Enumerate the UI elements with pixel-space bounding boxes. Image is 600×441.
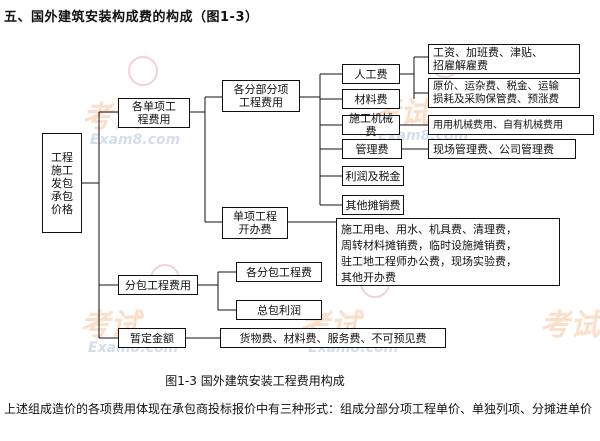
profit-tax-node: 利润及税金 bbox=[342, 166, 404, 186]
labor-label: 人工费 bbox=[354, 67, 388, 81]
provisional-node: 暂定金额 bbox=[118, 328, 186, 348]
overhead-detail-node: 施工用电、用水、机具费、清理费， 周转材料摊销费，临时设施摊销费， 驻工地工程师… bbox=[336, 218, 560, 286]
sub-item-node: 各分部分项 工程费用 bbox=[222, 80, 300, 112]
item-cost-node: 各单项工 程费用 bbox=[118, 98, 190, 128]
material-node: 材料费 bbox=[342, 89, 400, 109]
sub-package-label: 各分包工程费 bbox=[246, 265, 312, 279]
machinery-node: 施工机械费 bbox=[342, 112, 400, 138]
sub-item-label: 各分部分项 工程费用 bbox=[233, 83, 289, 109]
management-node: 管理费 bbox=[342, 139, 402, 159]
provisional-label: 暂定金额 bbox=[130, 331, 174, 345]
general-profit-label: 总包利润 bbox=[257, 303, 301, 317]
item-cost-label: 各单项工 程费用 bbox=[132, 100, 176, 126]
machinery-label: 施工机械费 bbox=[349, 112, 393, 138]
section-title: 五、国外建筑安装构成费的构成（图1-3） bbox=[4, 10, 259, 25]
machinery-detail-node: 用用机械费用、自有机械费用 bbox=[428, 115, 594, 135]
profit-tax-label: 利润及税金 bbox=[345, 169, 401, 183]
labor-detail-label: 工资、加班费、津贴、 招雇解雇费 bbox=[433, 46, 543, 72]
footer-text: 上述组成造价的各项费用体现在承包商投标报价中有三种形式：组成分部分项工程单价、单… bbox=[4, 402, 593, 416]
sub-package-node: 各分包工程费 bbox=[236, 262, 322, 282]
general-profit-node: 总包利润 bbox=[236, 300, 322, 320]
material-detail-node: 原价、运杂费、税金、运输 损耗及采购保管费、预涨费 bbox=[428, 78, 580, 108]
subcontract-label: 分包工程费用 bbox=[125, 278, 191, 292]
machinery-detail-label: 用用机械费用、自有机械费用 bbox=[433, 119, 563, 131]
provisional-detail-node: 货物费、材料费、服务费、不可预见费 bbox=[220, 328, 446, 348]
provisional-detail-label: 货物费、材料费、服务费、不可预见费 bbox=[239, 331, 427, 345]
management-label: 管理费 bbox=[355, 142, 389, 156]
single-item-overhead-node: 单项工程 开办费 bbox=[222, 207, 288, 239]
management-detail-label: 现场管理费、公司管理费 bbox=[433, 142, 554, 156]
other-amortized-label: 其他摊销费 bbox=[345, 198, 401, 212]
material-label: 材料费 bbox=[354, 92, 388, 106]
single-item-overhead-label: 单项工程 开办费 bbox=[233, 210, 277, 236]
labor-node: 人工费 bbox=[342, 64, 400, 84]
watermark-ring bbox=[128, 56, 158, 86]
labor-detail-node: 工资、加班费、津贴、 招雇解雇费 bbox=[428, 44, 580, 74]
root-label: 工程 施工 发包 承包 价格 bbox=[51, 150, 73, 216]
figure-caption: 图1-3 国外建筑安装工程费用构成 bbox=[165, 374, 345, 388]
subcontract-node: 分包工程费用 bbox=[118, 275, 198, 295]
root-node: 工程 施工 发包 承包 价格 bbox=[42, 133, 82, 233]
management-detail-node: 现场管理费、公司管理费 bbox=[428, 139, 576, 159]
watermark-logo: 考试 bbox=[540, 308, 600, 343]
overhead-detail-label: 施工用电、用水、机具费、清理费， 周转材料摊销费，临时设施摊销费， 驻工地工程师… bbox=[341, 223, 517, 284]
material-detail-label: 原价、运杂费、税金、运输 损耗及采购保管费、预涨费 bbox=[433, 80, 559, 105]
other-amortized-node: 其他摊销费 bbox=[342, 195, 404, 215]
